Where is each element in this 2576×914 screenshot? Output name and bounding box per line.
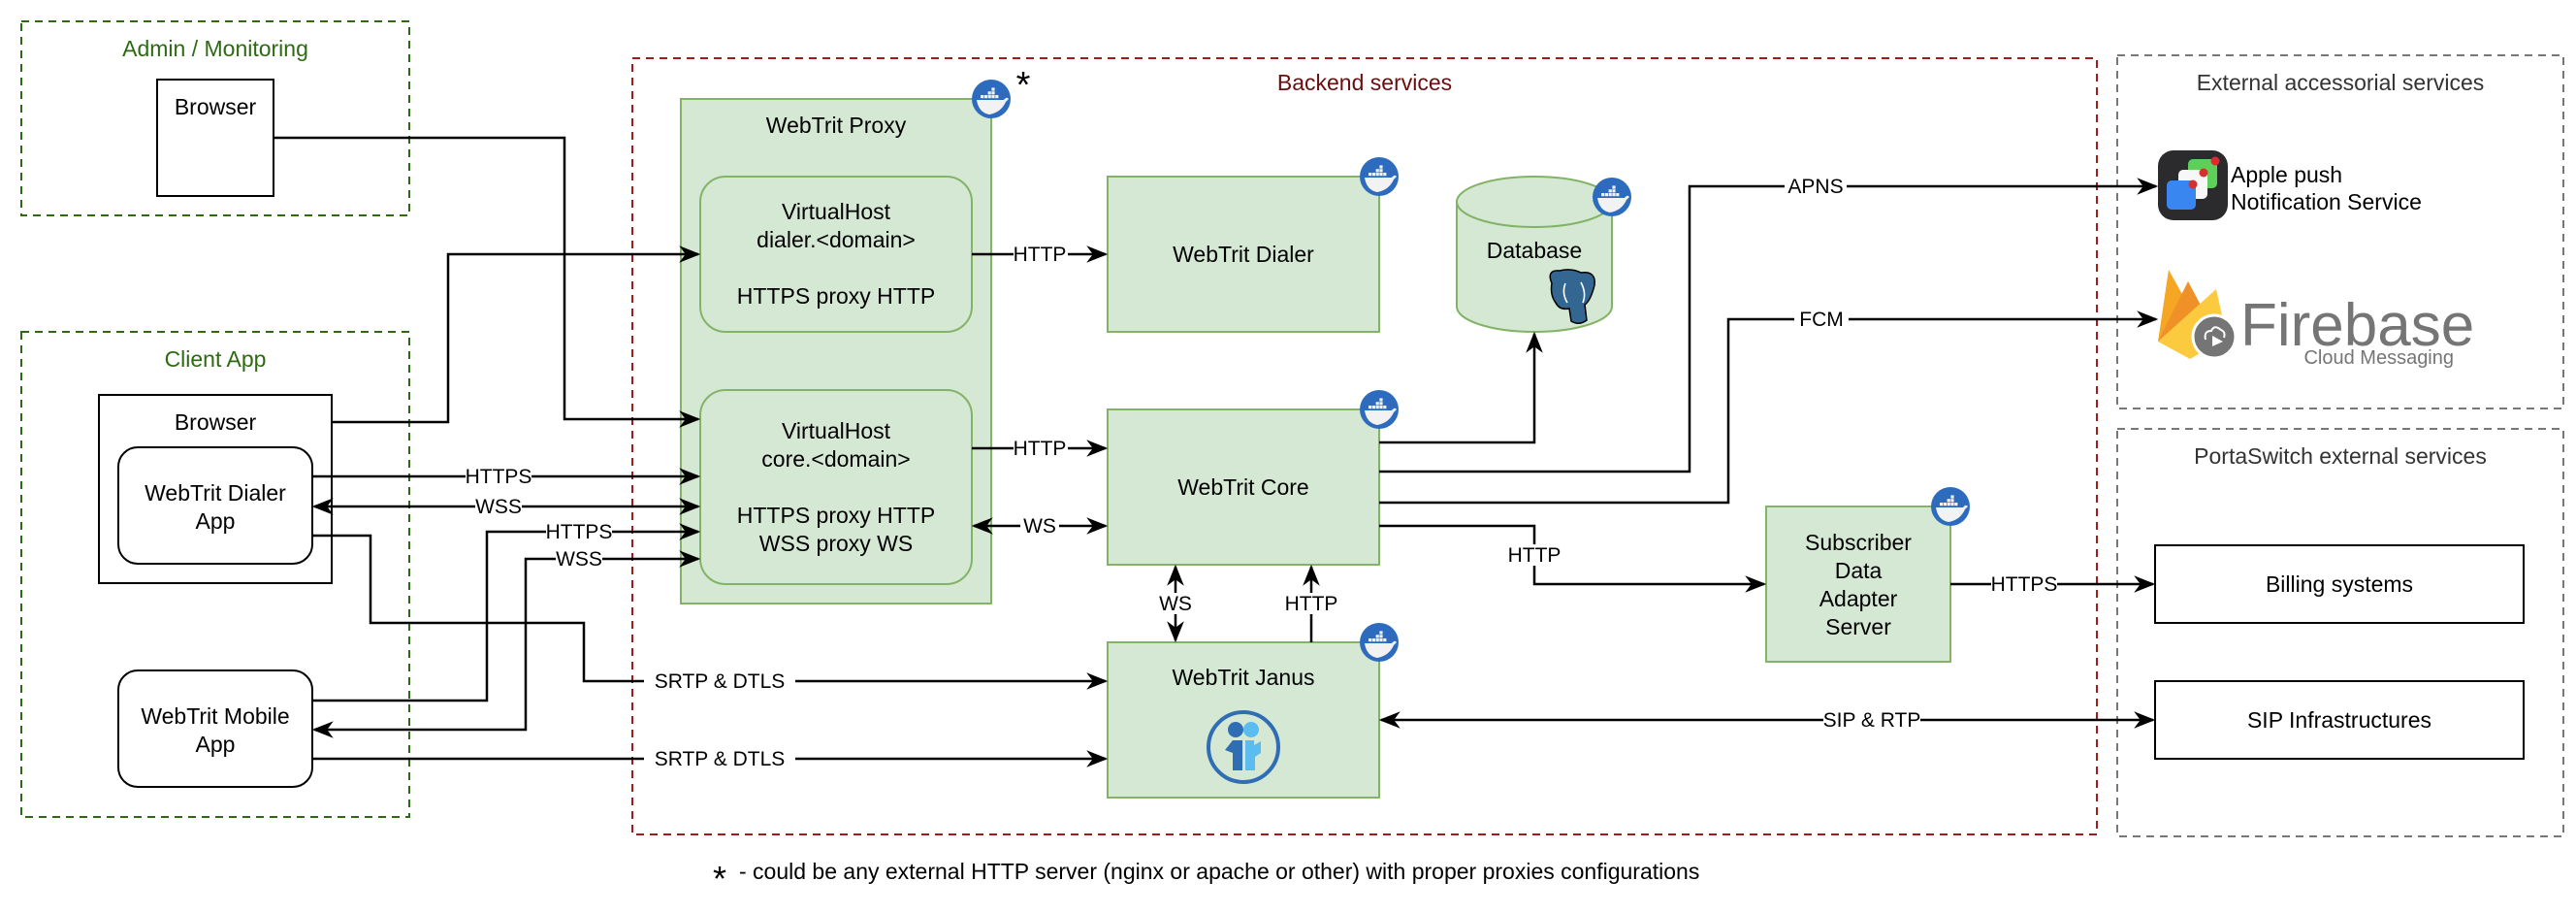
node-mobile-app[interactable]: WebTrit Mobile App bbox=[117, 669, 313, 788]
group-title-portaswitch: PortaSwitch external services bbox=[2194, 443, 2487, 469]
group-title-client: Client App bbox=[165, 346, 267, 372]
docker-icon bbox=[1593, 178, 1631, 216]
svg-text:Notification Service: Notification Service bbox=[2231, 189, 2422, 214]
edge-core-subscriber bbox=[1379, 524, 1767, 593]
edge-fcm bbox=[1379, 310, 2159, 505]
svg-text:VirtualHost: VirtualHost bbox=[782, 418, 891, 443]
footnote: * - could be any external HTTP server (n… bbox=[713, 859, 1699, 898]
edge-label-subscriber-http: HTTP bbox=[1508, 544, 1562, 567]
svg-text:WebTrit Proxy: WebTrit Proxy bbox=[766, 113, 907, 138]
janus-logo-icon bbox=[1207, 710, 1280, 784]
edge-label-janus-http: HTTP bbox=[1285, 593, 1338, 615]
node-admin-browser[interactable]: Browser bbox=[156, 79, 274, 197]
docker-icon bbox=[1360, 157, 1399, 196]
svg-text:Database: Database bbox=[1487, 238, 1582, 263]
svg-text:Data: Data bbox=[1835, 558, 1883, 583]
edge-label-fcm: FCM bbox=[1799, 309, 1844, 331]
edge-label-mobile-wss: WSS bbox=[556, 548, 602, 571]
svg-text:Firebase: Firebase bbox=[2240, 292, 2474, 359]
edge-label-dialer-wss: WSS bbox=[475, 496, 522, 518]
postgresql-elephant-icon bbox=[1549, 269, 1595, 324]
asterisk-mark: * bbox=[1016, 65, 1031, 106]
edge-label-dialer-https: HTTPS bbox=[466, 466, 532, 488]
node-vhost-core[interactable]: VirtualHost core.<domain> HTTPS proxy HT… bbox=[699, 389, 973, 585]
apple-push-icon bbox=[2158, 150, 2228, 220]
edge-core-db bbox=[1379, 331, 1543, 444]
edge-browser-to-dialer-vhost bbox=[332, 245, 701, 424]
edge-label-sip-rtp: SIP & RTP bbox=[1823, 709, 1921, 732]
edge-label-vhost-core-http: HTTP bbox=[1014, 438, 1067, 460]
node-billing-systems[interactable]: Billing systems bbox=[2154, 544, 2525, 624]
docker-icon bbox=[1360, 390, 1399, 429]
node-webtrit-dialer[interactable]: WebTrit Dialer bbox=[1107, 176, 1380, 333]
group-external-accessorial: External accessorial services bbox=[2116, 54, 2564, 409]
svg-text:WSS proxy WS: WSS proxy WS bbox=[759, 531, 913, 556]
edge-mobile-wss bbox=[311, 550, 701, 738]
svg-text:HTTPS proxy HTTP: HTTPS proxy HTTP bbox=[737, 503, 935, 528]
edge-labels: HTTPS WSS HTTPS WSS HTTP HTTP WS WS HTTP… bbox=[466, 176, 2058, 770]
node-webtrit-core[interactable]: WebTrit Core bbox=[1107, 408, 1380, 566]
node-webtrit-janus[interactable]: WebTrit Janus bbox=[1107, 641, 1380, 799]
node-apns[interactable]: Apple push Notification Service bbox=[2158, 150, 2422, 220]
group-admin-monitoring: Admin / Monitoring bbox=[20, 20, 410, 216]
docker-icon bbox=[1931, 487, 1970, 526]
node-sip-infrastructures[interactable]: SIP Infrastructures bbox=[2154, 680, 2525, 760]
svg-text:Browser: Browser bbox=[175, 94, 257, 119]
group-backend-services: Backend services bbox=[631, 57, 2098, 835]
edge-apns bbox=[1379, 178, 2159, 473]
node-dialer-app[interactable]: WebTrit Dialer App bbox=[117, 446, 313, 565]
svg-text:App: App bbox=[196, 508, 236, 534]
group-portaswitch: PortaSwitch external services bbox=[2116, 428, 2564, 837]
svg-text:WebTrit Janus: WebTrit Janus bbox=[1173, 665, 1315, 690]
edge-label-vhost-core-ws: WS bbox=[1023, 515, 1056, 538]
svg-text:WebTrit Mobile: WebTrit Mobile bbox=[141, 703, 289, 729]
node-firebase[interactable]: Firebase Cloud Messaging bbox=[2158, 270, 2474, 369]
svg-text:Subscriber: Subscriber bbox=[1805, 530, 1912, 555]
group-title-admin: Admin / Monitoring bbox=[122, 36, 308, 61]
svg-text:WebTrit Dialer: WebTrit Dialer bbox=[145, 480, 286, 506]
svg-text:core.<domain>: core.<domain> bbox=[761, 446, 910, 472]
edge-label-vhost-dialer-http: HTTP bbox=[1014, 244, 1067, 266]
edge-label-apns: APNS bbox=[1787, 176, 1843, 198]
svg-text:Server: Server bbox=[1825, 614, 1891, 639]
group-title-external: External accessorial services bbox=[2197, 70, 2485, 95]
docker-icon bbox=[972, 80, 1011, 118]
footnote-text: - could be any external HTTP server (ngi… bbox=[739, 859, 1699, 884]
svg-text:Adapter: Adapter bbox=[1819, 586, 1898, 611]
edge-label-billing-https: HTTPS bbox=[1991, 573, 2058, 596]
edge-label-mobile-https: HTTPS bbox=[546, 521, 613, 543]
svg-text:dialer.<domain>: dialer.<domain> bbox=[757, 227, 916, 252]
svg-text:WebTrit Dialer: WebTrit Dialer bbox=[1173, 242, 1314, 267]
svg-text:Browser: Browser bbox=[175, 409, 257, 435]
svg-text:SIP Infrastructures: SIP Infrastructures bbox=[2247, 707, 2431, 733]
edge-label-srtp-mobile: SRTP & DTLS bbox=[655, 748, 786, 770]
svg-text:Billing systems: Billing systems bbox=[2266, 571, 2413, 597]
footnote-mark: * bbox=[713, 859, 726, 898]
edge-label-srtp-browser: SRTP & DTLS bbox=[655, 670, 786, 693]
node-subscriber-adapter[interactable]: Subscriber Data Adapter Server bbox=[1765, 506, 1951, 663]
firebase-flame-icon bbox=[2158, 270, 2238, 360]
svg-text:HTTPS proxy HTTP: HTTPS proxy HTTP bbox=[737, 283, 935, 309]
svg-text:Apple push: Apple push bbox=[2231, 162, 2342, 187]
svg-text:VirtualHost: VirtualHost bbox=[782, 199, 891, 224]
docker-icon bbox=[1360, 623, 1399, 662]
node-vhost-dialer[interactable]: VirtualHost dialer.<domain> HTTPS proxy … bbox=[699, 176, 973, 333]
edge-label-janus-ws: WS bbox=[1159, 593, 1192, 615]
svg-text:WebTrit Core: WebTrit Core bbox=[1177, 474, 1308, 500]
svg-text:App: App bbox=[196, 732, 236, 757]
group-title-backend: Backend services bbox=[1277, 70, 1452, 95]
node-database[interactable]: Database bbox=[1456, 176, 1613, 333]
svg-text:Cloud Messaging: Cloud Messaging bbox=[2303, 347, 2454, 369]
edge-admin-to-core bbox=[274, 136, 701, 428]
